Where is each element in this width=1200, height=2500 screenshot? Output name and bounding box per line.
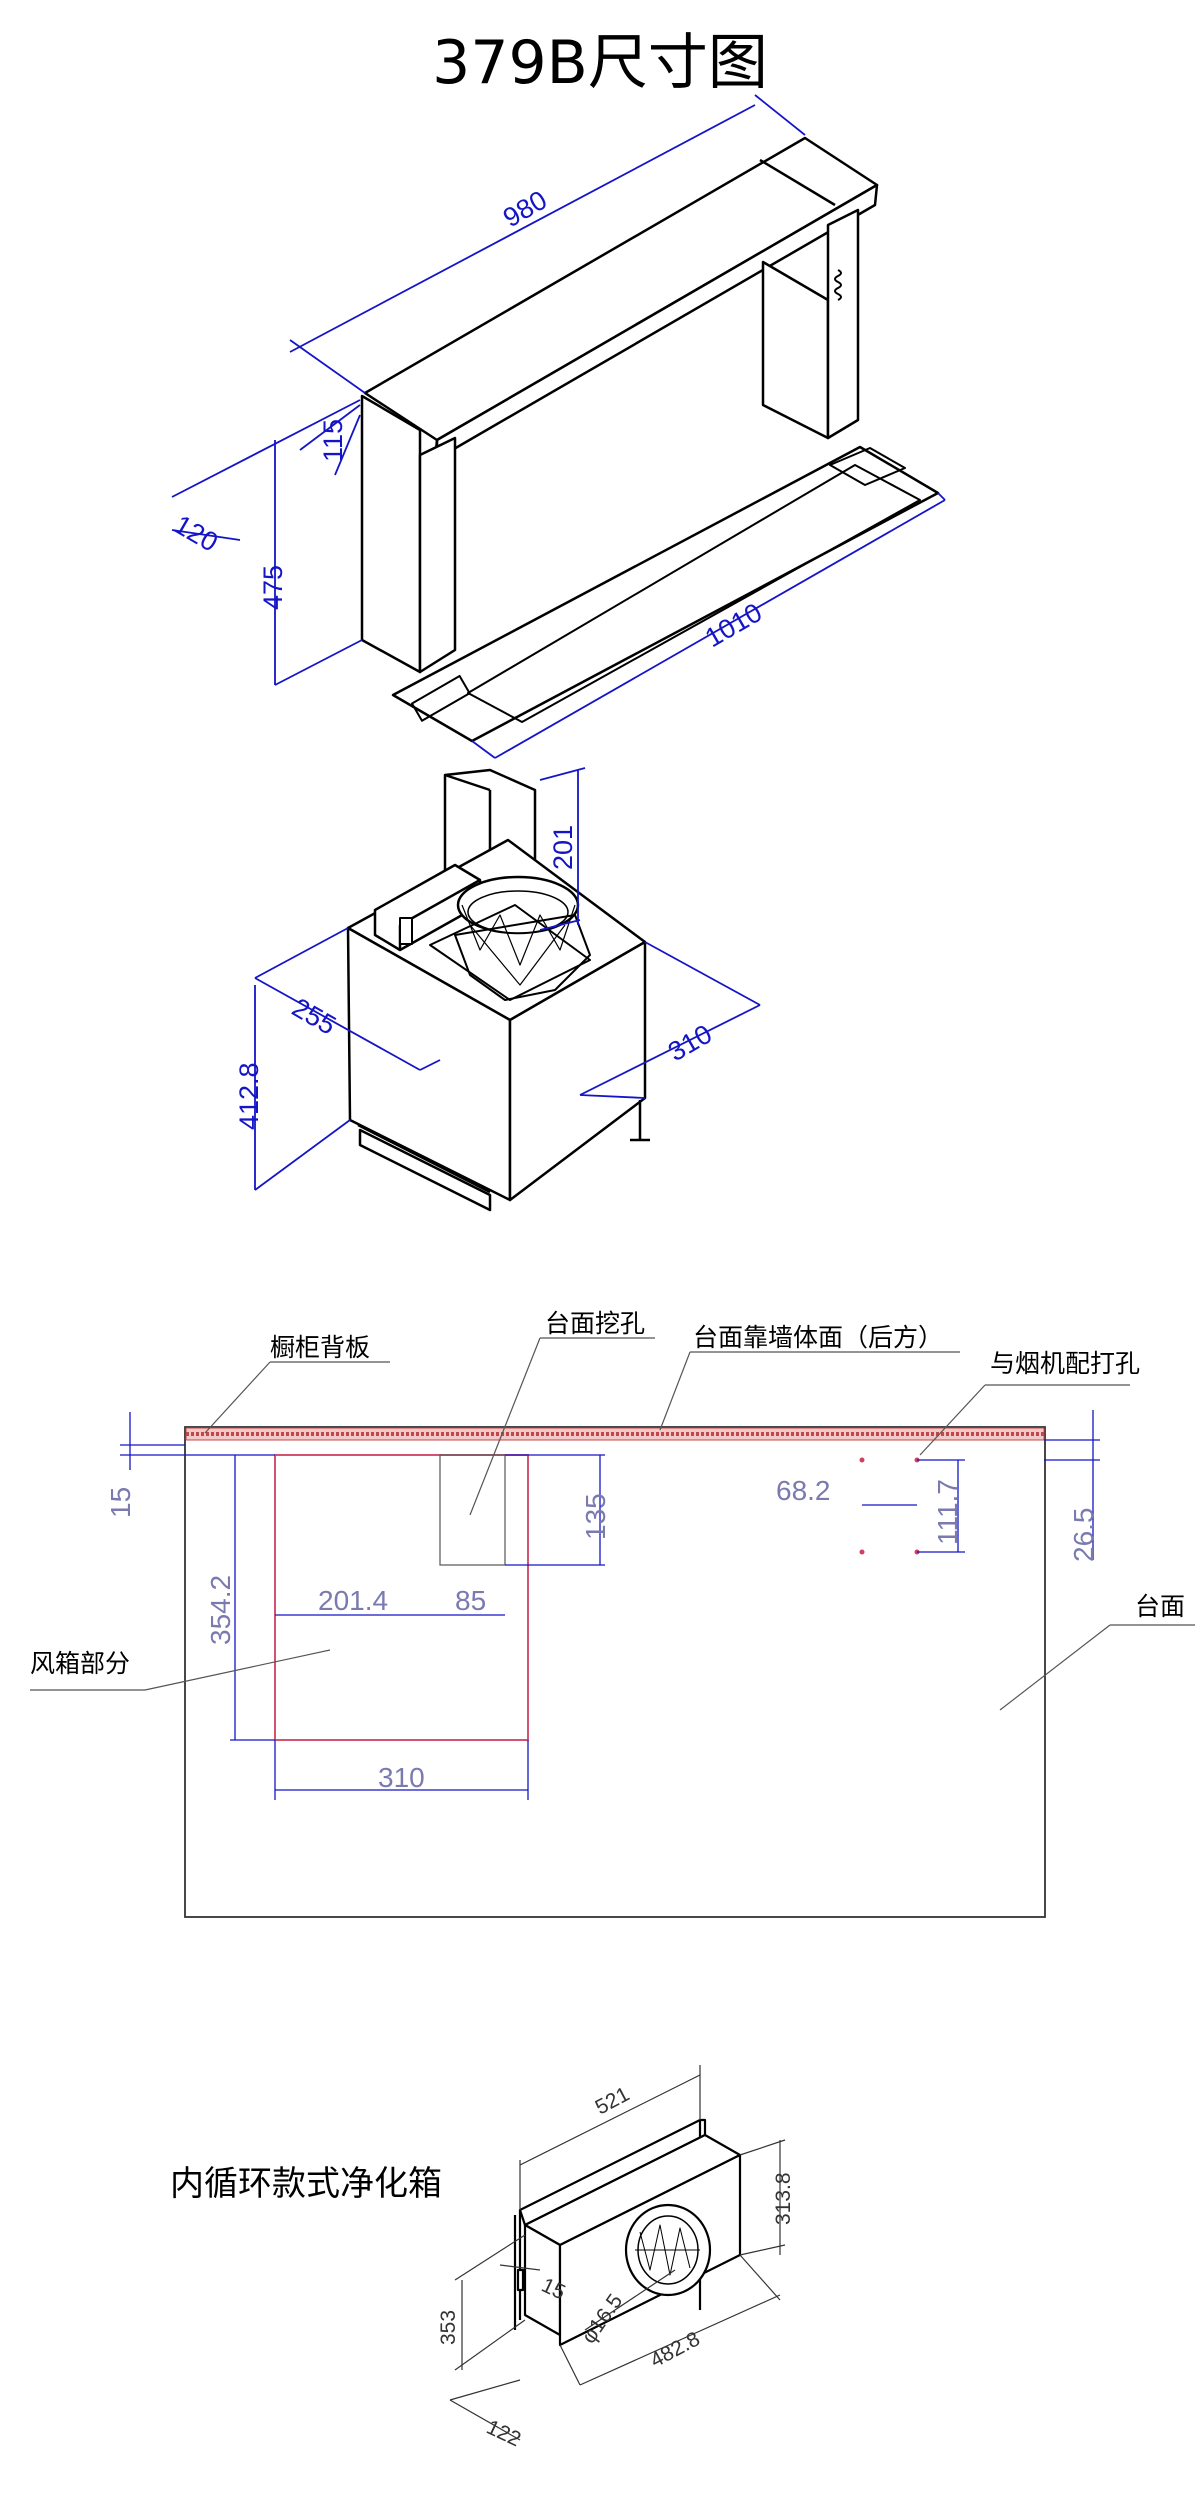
- plan-dim-labels: 15 354.2 201.4 85 135 310 68.2 111.7 26.…: [105, 1475, 1099, 1793]
- plan-view: [184, 1426, 1046, 1918]
- dim-980: 980: [498, 185, 552, 234]
- dim-201: 201: [548, 825, 578, 870]
- dim-85: 85: [455, 1585, 486, 1616]
- label-mount-holes: 与烟机配打孔: [990, 1349, 1140, 1378]
- purifier-drawing: [513, 2118, 742, 2347]
- dim-521: 521: [592, 2083, 634, 2120]
- dim-354-2: 354.2: [205, 1575, 236, 1645]
- dim-482-8: 482.8: [647, 2327, 704, 2372]
- label-fan-box: 风箱部分: [30, 1649, 130, 1678]
- purifier-back-frame: [518, 2118, 707, 2227]
- label-countertop: 台面: [1135, 1592, 1185, 1621]
- purifier-title: 内循环款式净化箱: [170, 2164, 442, 2204]
- dim-1010: 1010: [700, 597, 767, 653]
- iso-fanbox-dimensions: [254, 767, 761, 1191]
- label-wall-side: 台面靠墙体面（后方）: [693, 1323, 943, 1352]
- dim-135: 135: [580, 1493, 611, 1540]
- dim-111-7: 111.7: [932, 1479, 963, 1545]
- iso-hood-drawing: [360, 136, 940, 743]
- label-cutout: 台面挖孔: [545, 1309, 645, 1338]
- plan-dimension-lines: [120, 1410, 1100, 1800]
- plan-leader-lines: [30, 1337, 1195, 1711]
- dim-310-plan: 310: [378, 1762, 425, 1793]
- dim-122: 122: [483, 2416, 524, 2452]
- iso-fanbox-drawing: [346, 768, 650, 1212]
- dim-310: 310: [663, 1019, 717, 1068]
- hood-left-leg: [360, 394, 422, 674]
- dim-201-4: 201.4: [318, 1585, 388, 1616]
- purifier-dimension-lines: [449, 2065, 786, 2441]
- label-cabinet-back: 橱柜背板: [270, 1333, 370, 1362]
- countertop-outline: [184, 1426, 1046, 1918]
- hood-right-leg: [761, 260, 830, 440]
- dim-475: 475: [258, 565, 288, 610]
- dim-353: 353: [437, 2310, 460, 2345]
- dim-412-8: 412.8: [234, 1062, 264, 1130]
- duct-cutout: [439, 1454, 506, 1566]
- plan-chinese-labels: 橱柜背板 台面挖孔 台面靠墙体面（后方） 与烟机配打孔 风箱部分 台面: [30, 1309, 1185, 1678]
- page-title: 379B尺寸图: [432, 28, 768, 98]
- dim-313-8: 313.8: [772, 2172, 795, 2225]
- iso-hood-dimensions: [171, 94, 946, 759]
- dim-26-5: 26.5: [1068, 1508, 1099, 1563]
- dim-120: 120: [169, 509, 223, 558]
- dim-15: 15: [105, 1487, 136, 1518]
- dim-68-2: 68.2: [776, 1475, 831, 1506]
- dim-115: 115: [318, 419, 348, 462]
- cabinet-back-strip: [185, 1427, 1045, 1441]
- fanbox-cutout: [274, 1454, 529, 1741]
